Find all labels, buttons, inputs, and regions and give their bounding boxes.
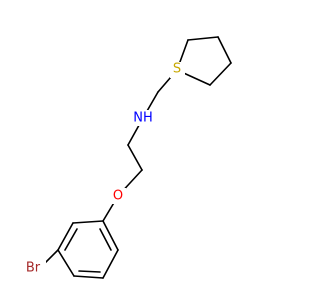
atom-label-sulfur: S (170, 62, 185, 78)
bond-ar2-ar3 (57, 222, 74, 251)
atom-label-bromine: Br (22, 260, 46, 276)
bond-ch2-ch2 (127, 144, 143, 171)
double-bond-ar4-ar5 (78, 270, 101, 273)
bond-ar5-ar6 (102, 249, 119, 279)
nitrogen-label: NH (133, 111, 153, 126)
double-bond-ar6-ar1 (99, 228, 112, 251)
bond-ar6-ar1 (102, 220, 119, 251)
bond-c2-c3 (187, 36, 219, 41)
bond-ar3-ar4 (57, 249, 75, 277)
bond-c4-c5 (209, 62, 232, 86)
bond-ar1-ar2 (72, 220, 104, 224)
bond-ar4-ar5 (73, 275, 104, 279)
benzene-ring (57, 220, 119, 279)
atom-label-oxygen: O (111, 188, 126, 204)
bromine-label: Br (26, 261, 41, 276)
double-bond-ar2-ar3 (64, 228, 78, 251)
thiolane-ring (176, 36, 232, 86)
bond-c3-c4 (217, 36, 232, 64)
sulfur-label: S (173, 62, 181, 77)
oxygen-label: O (113, 189, 123, 204)
atom-label-nitrogen: NH (131, 110, 155, 126)
molecule-structure-canvas: S NH O Br (22, 36, 232, 279)
